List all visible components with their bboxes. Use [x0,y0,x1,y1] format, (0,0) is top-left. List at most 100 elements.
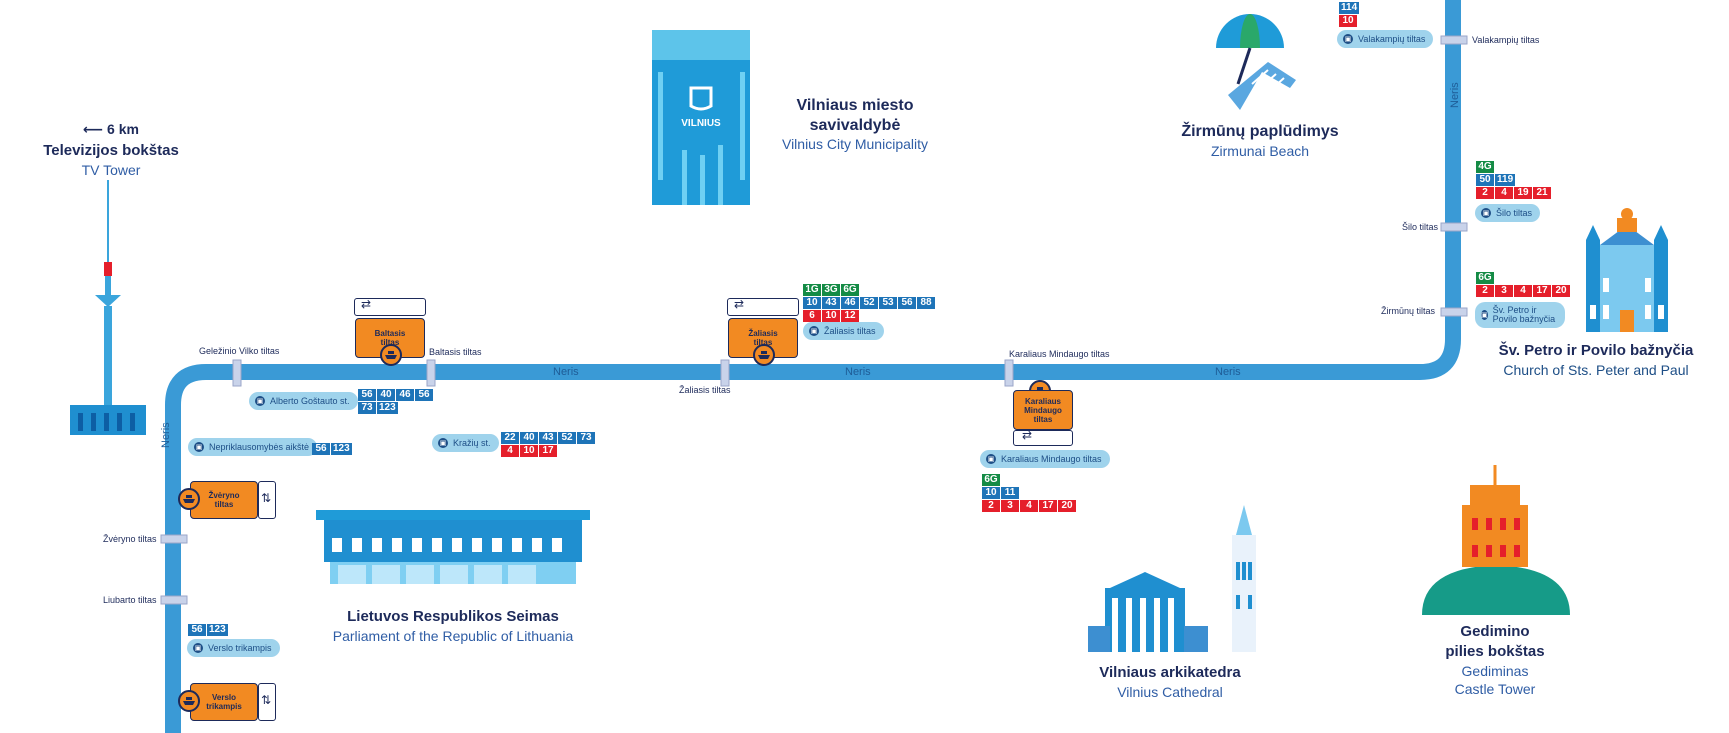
route-chip[interactable]: 6G [841,284,859,296]
bus-stop-verslo[interactable]: ▣Verslo trikampis [187,639,280,657]
bus-icon: ▣ [193,643,203,653]
route-chip[interactable]: 17 [1039,500,1057,512]
route-chip[interactable]: 10 [520,445,538,457]
route-chip[interactable]: 4 [1020,500,1038,512]
bus-stop-kraziu[interactable]: ▣Kražių st. [432,434,499,452]
route-chip[interactable]: 50 [1476,174,1494,186]
route-chip[interactable]: 56 [312,443,330,455]
seimas-building [316,510,590,584]
route-chip[interactable]: 56 [415,389,433,401]
bridge-zirmunu [1440,307,1468,317]
route-chip[interactable]: 56 [898,297,916,309]
seimas-title: Lietuvos Respublikos Seimas [347,608,559,625]
route-chip[interactable]: 6G [1476,272,1494,284]
beach-title: Žirmūnų paplūdimys [1181,123,1339,140]
route-chip[interactable]: 123 [331,443,352,455]
route-chip[interactable]: 2 [1476,285,1494,297]
cathedral-title: Vilniaus arkikatedra [1099,664,1241,681]
route-chip[interactable]: 40 [377,389,395,401]
bus-stop-zaliasis[interactable]: ▣Žaliasis tiltas [803,322,884,340]
bus-stop-karaliaus[interactable]: ▣ Karaliaus Mindaugo tiltas [980,450,1110,468]
route-chip[interactable]: 12 [841,310,859,322]
route-chip[interactable]: 2 [982,500,1000,512]
route-chip[interactable]: 6G [982,474,1000,486]
route-chip[interactable]: 56 [188,624,206,636]
route-chip[interactable]: 40 [520,432,538,444]
route-chip[interactable]: 22 [501,432,519,444]
bus-stop-petro-povilo[interactable]: ▣Šv. Petro ir Povilo bažnyčia [1475,302,1565,328]
route-chip[interactable]: 1G [803,284,821,296]
route-chip[interactable]: 53 [879,297,897,309]
routes-silo: 4G 50 119 2 4 19 21 [1476,161,1551,199]
route-chip[interactable]: 17 [1533,285,1551,297]
route-chip[interactable]: 10 [822,310,840,322]
bus-stop-nepriklausomybes[interactable]: ▣Nepriklausomybės aikštė [188,438,318,456]
route-chip[interactable]: 20 [1058,500,1076,512]
route-chip[interactable]: 21 [1533,187,1551,199]
route-chip[interactable]: 123 [207,624,228,636]
route-chip[interactable]: 73 [577,432,595,444]
ferry-label-line1: Karaliaus [1024,396,1062,406]
route-chip[interactable]: 123 [377,402,398,414]
route-chip[interactable]: 19 [1514,187,1532,199]
routes-verslo: 56 123 [188,624,228,636]
bus-icon: ▣ [1481,310,1488,320]
gediminas-subtitle-line1: Gediminas [1461,663,1529,679]
beach-label: Žirmūnų paplūdimys Zirmunai Beach [1160,121,1360,159]
route-chip[interactable]: 4 [501,445,519,457]
river-label: Neris [1449,82,1461,108]
route-chip[interactable]: 56 [358,389,376,401]
river-label: Neris [160,422,172,448]
ferry-label-line1: Žvėryno [208,491,240,500]
route-chip[interactable]: 43 [539,432,557,444]
route-chip[interactable]: 43 [822,297,840,309]
beach-subtitle: Zirmunai Beach [1210,143,1310,159]
route-chip[interactable]: 20 [1552,285,1570,297]
ferry-label-line2: Mindaugo [1024,405,1062,415]
ferry-label-line1: Baltasis [374,329,406,338]
route-chip[interactable]: 10 [803,297,821,309]
ferry-boat-icon [178,488,200,510]
bus-stop-alberto[interactable]: ▣Alberto Goštauto st. [249,392,358,410]
route-chip[interactable]: 73 [358,402,376,414]
route-chip[interactable]: 88 [917,297,935,309]
route-chip[interactable]: 6 [803,310,821,322]
route-chip[interactable]: 46 [396,389,414,401]
routes-karaliaus: 6G 10 11 2 3 4 17 20 [982,474,1076,512]
route-chip[interactable]: 10 [1339,15,1357,27]
route-chip[interactable]: 17 [539,445,557,457]
route-chip[interactable]: 11 [1001,487,1019,499]
route-chip[interactable]: 3G [822,284,840,296]
route-chip[interactable]: 46 [841,297,859,309]
bus-stop-silo[interactable]: ▣Šilo tiltas [1475,204,1541,222]
bus-icon: ▣ [194,442,204,452]
route-chip[interactable]: 3 [1001,500,1019,512]
route-chip[interactable]: 3 [1495,285,1513,297]
ferry-label-line2: trikampis [206,702,242,711]
bridge-valakampiu [1440,35,1468,45]
route-chip[interactable]: 2 [1476,187,1494,199]
bus-icon: ▣ [986,454,996,464]
bus-icon: ▣ [255,396,265,406]
route-chip[interactable]: 52 [558,432,576,444]
ferry-boat-icon [178,690,200,712]
gediminas-title-line1: Gedimino [1460,623,1530,640]
route-chip[interactable]: 4G [1476,161,1494,173]
route-chip[interactable]: 4 [1514,285,1532,297]
gediminas-label: Gedimino pilies bokštas Gediminas Castle… [1410,622,1580,698]
bridge-label-zveryno: Žvėryno tiltas [103,534,157,544]
route-chip[interactable]: 119 [1495,174,1516,186]
bus-stop-valakampiu[interactable]: ▣Valakampių tiltas [1337,30,1434,48]
route-chip[interactable]: 10 [982,487,1000,499]
cathedral-illustration [1088,505,1256,652]
route-chip[interactable]: 4 [1495,187,1513,199]
bus-icon: ▣ [438,438,448,448]
bus-stop-label: Karaliaus Mindaugo tiltas [1001,454,1102,464]
bridge-label-silo: Šilo tiltas [1402,222,1439,232]
route-chip[interactable]: 52 [860,297,878,309]
seimas-label: Lietuvos Respublikos Seimas Parliament o… [300,606,606,644]
route-chip[interactable]: 114 [1339,2,1360,14]
